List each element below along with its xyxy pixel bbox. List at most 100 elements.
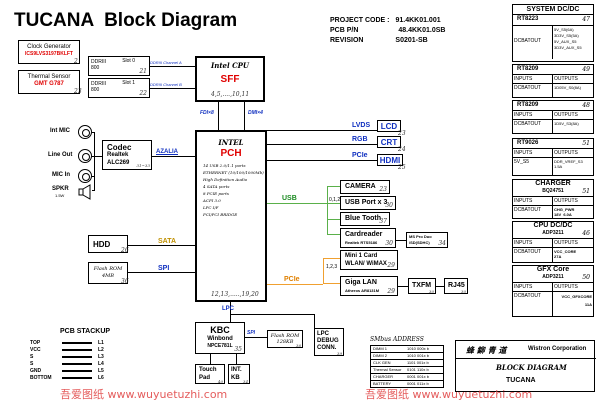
hdd-label: HDD	[93, 240, 111, 249]
smbus-title: SMbus ADDRESS	[370, 336, 424, 343]
title-block: 蜂 鉚 青 道 Wistron Corporation BLOCK DIAGRA…	[455, 340, 596, 392]
system-dcdc-part: RT8223	[517, 16, 539, 22]
kbc-vendor: Winbond	[207, 336, 233, 342]
bluetooth-block: Blue Tooth 37	[340, 212, 390, 226]
charger-out: CHG_PWR 18V 6.0A	[554, 207, 575, 217]
ddr-channel-b: DDRIII Channel B	[150, 82, 182, 87]
rt8209-a-in: DCBATOUT	[513, 84, 553, 97]
ms-pro-duo-block: MS Pro Duo /SD(SDHC) 34	[406, 232, 448, 248]
fdi-label: FDI×8	[200, 110, 214, 116]
gfx-core-outputs-header: OUTPUTS	[554, 284, 578, 290]
spi2-label: SPI	[247, 330, 256, 336]
rt8209-a-outputs-header: OUTPUTS	[554, 76, 578, 82]
ms-pro-duo-page: 34	[438, 240, 446, 247]
rt8209-b-outputs-header: OUTPUTS	[554, 112, 578, 118]
lcd-label: LCD	[380, 122, 398, 131]
mic-in-jack-icon	[78, 169, 92, 183]
camera-page: 23	[379, 186, 387, 193]
dmi-label: DMI×4	[248, 110, 263, 116]
pcie-port-numbers: 1,2,3	[326, 264, 338, 270]
hdd-block: HDD	[88, 235, 128, 253]
pcb-pn-label: PCB P/N	[330, 27, 359, 34]
pch-name: PCH	[220, 148, 242, 159]
system-dcdc-title: SYSTEM DC/DC	[513, 5, 593, 15]
kbc-title: KBC	[210, 325, 230, 335]
rj45-block: RJ45 30	[444, 278, 468, 294]
codec-block: Codec Realtek ALC269 31~33	[102, 140, 152, 170]
lpc-label: LPC	[222, 306, 234, 312]
charger-inputs-header: INPUTS	[513, 197, 553, 205]
mic-in-label: MIC In	[52, 172, 70, 178]
charger-page: 51	[582, 188, 590, 195]
bluetooth-page: 37	[379, 218, 387, 225]
revision-label: REVISION	[330, 37, 364, 44]
rt8209-b-page: 48	[582, 102, 590, 109]
cpu-pages: 4,5,....,10,11	[211, 91, 250, 98]
cpu-block: Intel CPU SFF 4,5,....,10,11	[195, 56, 265, 102]
lpc-debug-label: LPC DEBUG CONN.	[317, 331, 339, 351]
camera-label: CAMERA	[345, 183, 376, 190]
pch-vendor: INTEL	[218, 138, 244, 147]
lcd-page: 23	[398, 130, 406, 137]
pcie-label: PCIe	[284, 276, 300, 283]
camera-block: CAMERA 23	[340, 180, 390, 194]
clock-gen-page: 2	[74, 58, 78, 65]
usb-port-numbers: 0,1,2	[329, 197, 341, 203]
thermal-page: 23	[74, 88, 82, 95]
usb-port-page: 30	[385, 202, 393, 209]
cpu-dcdc-part: ADP3211	[542, 230, 564, 236]
touchpad-page: 40	[217, 379, 223, 384]
rgb-label: RGB	[352, 136, 368, 143]
watermark-right: 吾爱图纸 www.wuyuetuzhi.com	[365, 388, 533, 400]
flash-rom-128-block: Flash ROM 128KB 36	[267, 330, 303, 348]
gfx-core-page: 50	[582, 274, 590, 281]
lpc-debug-page: 39	[336, 351, 342, 356]
clock-generator-block: Clock Generator ICS9LVS3197BKLFT	[18, 40, 80, 64]
gfx-core-in: DCBATOUT	[513, 292, 553, 317]
kbc-part: NPCE781L	[207, 343, 233, 349]
rj45-label: RJ45	[448, 282, 465, 289]
cpu-dcdc-outputs-header: OUTPUTS	[554, 240, 578, 246]
int-mic-label: Int MIC	[50, 128, 70, 134]
intkb-page: 34	[242, 379, 248, 384]
flash-rom-block: Flash ROM 4MB	[88, 262, 128, 284]
ddr1-label: DDRIII 800	[91, 81, 106, 93]
lcd-block: LCD	[377, 120, 401, 132]
pch-features: 14 USB 2.0/1.1 ports ETHERNET (10/100/10…	[203, 162, 264, 218]
ddr-slot-1: DDRIII 800 Slot 1 22	[88, 78, 150, 98]
ddr0-label: DDRIII 800	[91, 59, 106, 71]
intkb-block: INT. KB 34	[228, 364, 250, 384]
cpu-dcdc-out: VCC_CORE 27A	[554, 249, 577, 259]
sheet-title: BLOCK DIAGRAM	[496, 363, 567, 372]
rt9026-out: DDR_VREF_S3 1.5A	[554, 159, 583, 169]
charger-part: BQ24751	[542, 188, 564, 194]
flash-rom-128-label: Flash ROM 128KB	[270, 333, 300, 345]
usb-port-label: USB Port x 3	[345, 199, 388, 206]
gigalan-label: Giga LAN	[345, 279, 377, 286]
revision: S0201-SB	[395, 37, 428, 44]
charger-outputs-header: OUTPUTS	[554, 198, 578, 204]
thermal-sensor-block: Thermal Sensor GMT G787	[18, 70, 80, 94]
codec-vendor: Realtek	[107, 152, 129, 158]
hdmi-page: 25	[398, 164, 406, 171]
project-code: 91.4KK01.001	[395, 17, 441, 24]
gfx-core-part: ADP3211	[542, 274, 564, 280]
pch-pages: 12,13,.....,19,20	[211, 291, 259, 298]
cardreader-block: Cardreader Realtek RTS5186 30	[340, 228, 396, 248]
gfx-core-inputs-header: INPUTS	[513, 283, 553, 291]
codec-title: Codec	[107, 143, 132, 152]
txfm-label: TXFM	[412, 282, 432, 289]
rt9026-inputs-header: INPUTS	[513, 149, 553, 157]
flash-rom-128-page: 36	[295, 343, 301, 348]
pch-feature: 4 SATA ports	[203, 184, 230, 189]
kbc-page: 35	[234, 346, 242, 353]
